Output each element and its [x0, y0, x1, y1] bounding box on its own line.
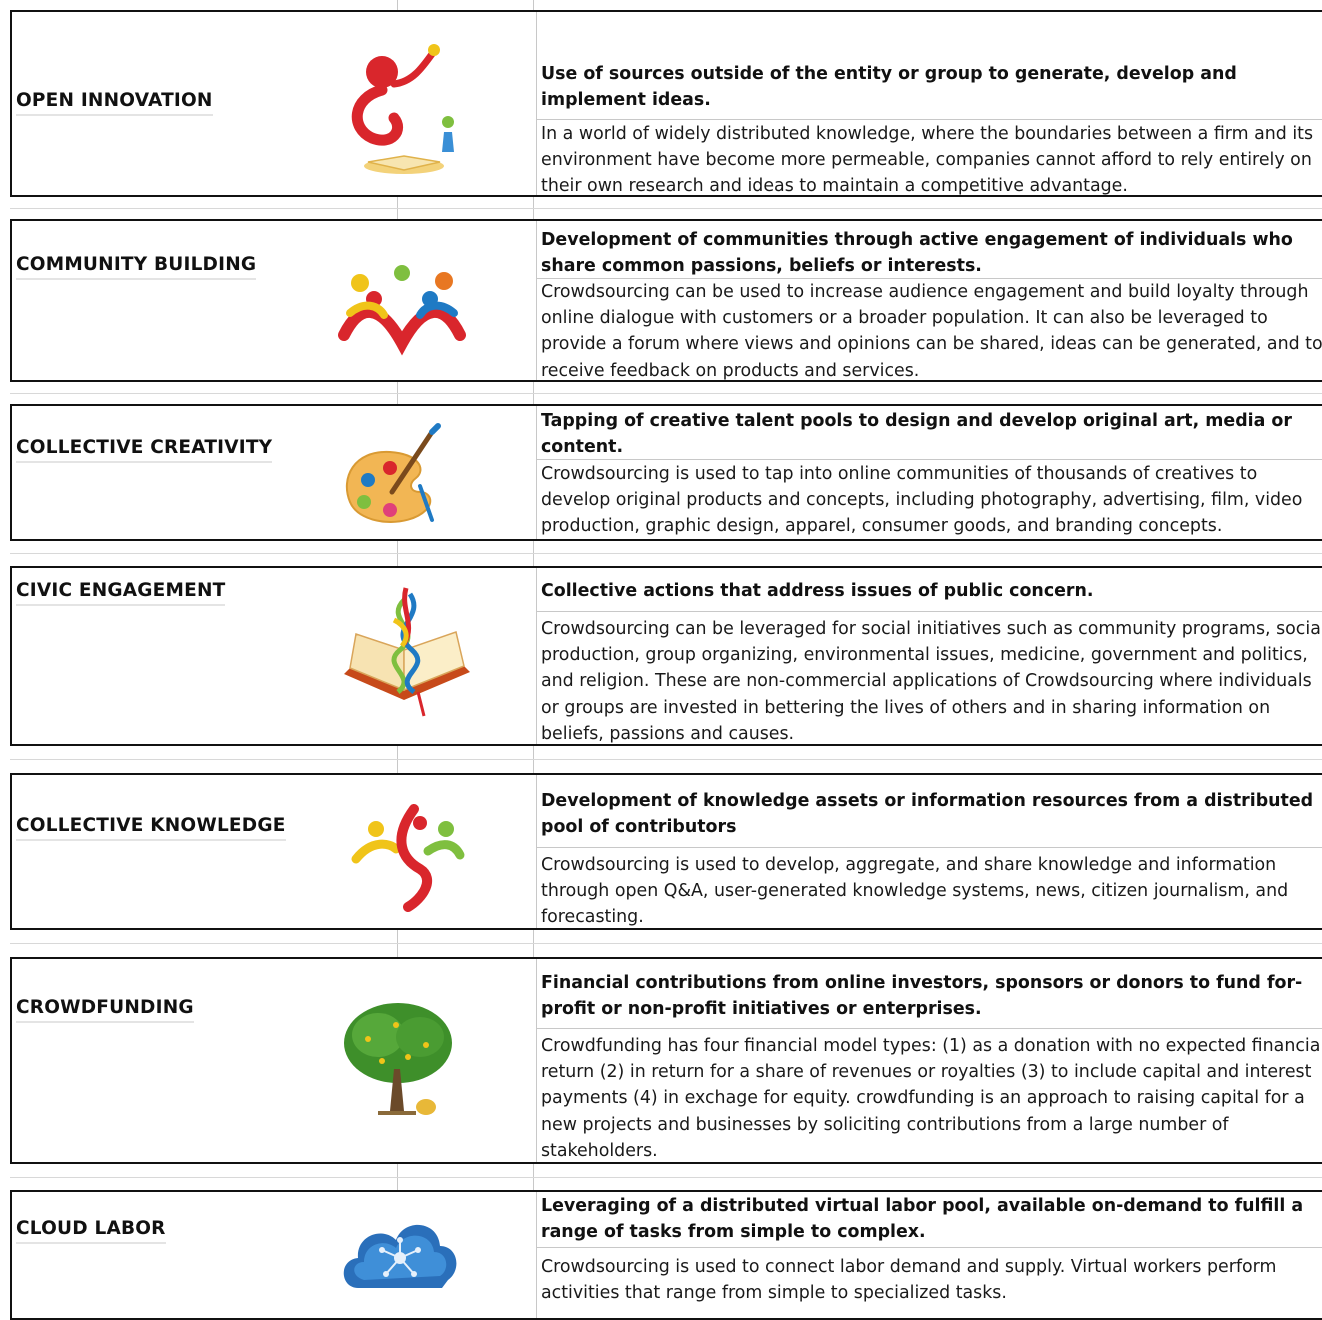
grid-line — [397, 0, 398, 10]
cell-divider — [537, 1247, 1322, 1248]
category-heading: Collective actions that address issues o… — [541, 581, 1094, 601]
category-heading: Development of communities through activ… — [541, 230, 1293, 276]
category-title: COLLECTIVE KNOWLEDGE — [16, 815, 286, 841]
cloud-network-icon — [338, 1210, 462, 1290]
text-column: Development of communities through activ… — [536, 221, 1322, 381]
text-column: Use of sources outside of the entity or … — [536, 12, 1322, 196]
text-column: Leveraging of a distributed virtual labo… — [536, 1192, 1322, 1318]
cell-divider — [537, 611, 1322, 612]
cell-divider — [537, 1028, 1322, 1029]
paint-palette-icon — [334, 422, 446, 532]
grid-line — [533, 0, 534, 10]
category-title: OPEN INNOVATION — [16, 90, 213, 116]
category-row-cloud-labor: CLOUD LABOR Leveraging of a distributed … — [10, 1190, 1322, 1320]
category-heading: Tapping of creative talent pools to desi… — [541, 411, 1292, 457]
open-innovation-icon — [342, 38, 472, 188]
text-column: Development of knowledge assets or infor… — [536, 775, 1322, 928]
category-heading: Financial contributions from online inve… — [541, 973, 1303, 1019]
category-description: Crowdsourcing can be leveraged for socia… — [541, 619, 1322, 744]
cell-divider — [537, 119, 1322, 120]
open-book-icon — [334, 580, 480, 726]
community-building-icon — [330, 243, 474, 371]
text-column: Financial contributions from online inve… — [536, 959, 1322, 1162]
category-heading: Leveraging of a distributed virtual labo… — [541, 1196, 1304, 1242]
category-title: CLOUD LABOR — [16, 1218, 166, 1244]
grid-line — [10, 393, 1322, 394]
text-column: Collective actions that address issues o… — [536, 568, 1322, 744]
category-title: COMMUNITY BUILDING — [16, 254, 257, 280]
cell-divider — [537, 278, 1322, 279]
collective-knowledge-icon — [342, 789, 472, 917]
category-heading: Development of knowledge assets or infor… — [541, 791, 1314, 837]
cell-divider — [537, 459, 1322, 460]
text-column: Tapping of creative talent pools to desi… — [536, 406, 1322, 539]
category-description: In a world of widely distributed knowled… — [541, 124, 1314, 197]
category-row-collective-creativity: COLLECTIVE CREATIVITY Tapping of creativ… — [10, 404, 1322, 541]
grid-line — [10, 943, 1322, 944]
category-row-open-innovation: OPEN INNOVATION Use of sources outside o… — [10, 10, 1322, 197]
category-heading: Use of sources outside of the entity or … — [541, 64, 1237, 110]
grid-line — [10, 553, 1322, 554]
category-row-collective-knowledge: COLLECTIVE KNOWLEDGE Development of know… — [10, 773, 1322, 930]
category-title: CROWDFUNDING — [16, 997, 194, 1023]
cell-divider — [537, 847, 1322, 848]
category-row-civic-engagement: CIVIC ENGAGEMENT Collective actions that… — [10, 566, 1322, 746]
category-row-crowdfunding: CROWDFUNDING Financial contributions fro… — [10, 957, 1322, 1164]
money-tree-icon — [338, 999, 458, 1121]
category-title: CIVIC ENGAGEMENT — [16, 580, 226, 606]
grid-line — [10, 208, 1322, 209]
category-description: Crowdsourcing is used to tap into online… — [541, 464, 1303, 537]
category-description: Crowdsourcing is used to develop, aggreg… — [541, 855, 1289, 928]
category-row-community-building: COMMUNITY BUILDING Development of commun… — [10, 219, 1322, 382]
category-title: COLLECTIVE CREATIVITY — [16, 437, 273, 463]
grid-line — [10, 1177, 1322, 1178]
category-description: Crowdfunding has four financial model ty… — [541, 1036, 1322, 1161]
category-description: Crowdsourcing is used to connect labor d… — [541, 1257, 1277, 1304]
grid-line — [10, 759, 1322, 760]
category-description: Crowdsourcing can be used to increase au… — [541, 282, 1322, 381]
